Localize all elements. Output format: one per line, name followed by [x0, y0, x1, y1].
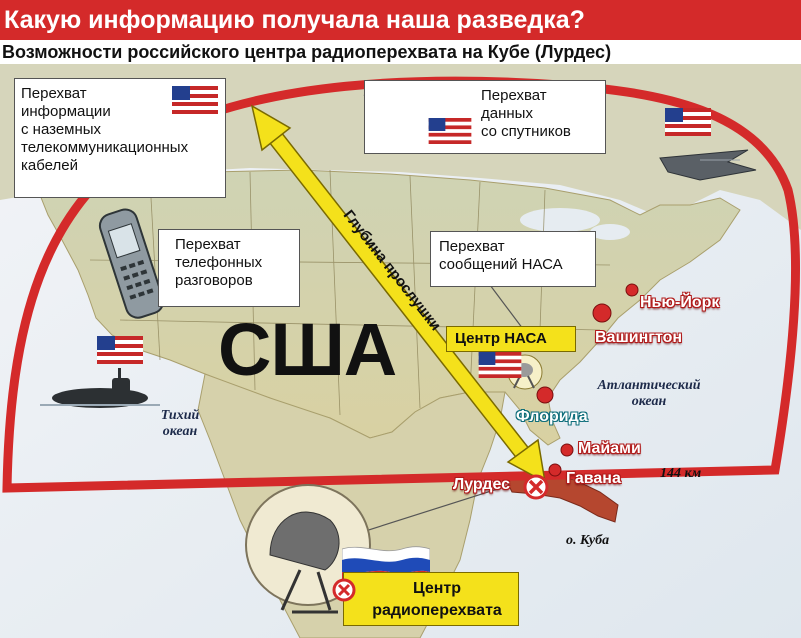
distance-label: 144 км [660, 466, 702, 481]
callout-phones: Перехват телефонных разговоров [158, 229, 300, 307]
city-markers [536, 283, 639, 477]
city-label-lourdes: Лурдес [453, 476, 511, 493]
great-lakes [520, 208, 600, 232]
marker-florida [536, 386, 554, 404]
atlantic-ocean-label: Атлантический океан [584, 378, 714, 410]
submarine-icon [40, 368, 160, 408]
callout-cables-line: телекоммуникационных [21, 139, 189, 156]
city-label-new-york: Нью-Йорк [640, 294, 720, 311]
intercept-center-line-1: Центр [412, 580, 462, 597]
ocean-label-line: Атлантический [597, 378, 701, 393]
marker-miami [560, 443, 574, 457]
cuba-label: о. Куба [566, 533, 610, 548]
depth-arrow [250, 104, 546, 484]
callout-nasa-messages: Перехват сообщений НАСА [430, 231, 596, 287]
satellite-dish-icon-large [245, 484, 371, 614]
marker-havana [548, 463, 562, 477]
city-label-washington: Вашингтон [595, 329, 683, 346]
arrow-head-bottom [506, 438, 546, 484]
pacific-ocean-label: Тихий океан [140, 408, 220, 440]
arrow-head-top [250, 104, 292, 152]
city-label-havana: Гавана [566, 470, 621, 487]
great-lakes-2 [590, 224, 630, 240]
page-subtitle: Возможности российского центра радиопере… [2, 42, 612, 62]
us-flag-icon [97, 336, 143, 364]
ocean-label-line: океан [631, 394, 667, 409]
callout-satellites-line: данных [481, 105, 533, 122]
country-label-usa: США [218, 308, 397, 391]
callout-cables-line: Перехват [21, 85, 87, 102]
callout-satellites-line: со спутников [481, 123, 571, 140]
intercept-center-line-2: радиоперехвата [372, 602, 502, 619]
ocean-label-line: океан [162, 424, 198, 439]
us-flag-icon [478, 352, 522, 378]
callout-nasa-line: Перехват [439, 238, 505, 255]
us-flag-icon [665, 108, 711, 136]
callout-phones-line: разговоров [175, 272, 253, 289]
callout-cables-line: с наземных [21, 121, 102, 138]
nasa-center-label: Центр НАСА [446, 326, 576, 352]
mobile-phone-icon [98, 208, 165, 319]
cross-marker-icon [523, 474, 549, 500]
cross-marker-icon [332, 578, 356, 602]
callout-nasa-line: сообщений НАСА [439, 256, 563, 273]
callout-satellites-line: Перехват [481, 87, 547, 104]
intercept-center-label: Центр радиоперехвата [343, 572, 519, 626]
callout-phones-line: Перехват [175, 236, 241, 253]
city-label-florida: Флорида [516, 408, 588, 425]
us-flag-icon [428, 118, 472, 144]
city-label-miami: Майами [578, 440, 641, 457]
callout-cables-line: информации [21, 103, 111, 120]
marker-new-york [625, 283, 639, 297]
callout-cables-line: кабелей [21, 157, 78, 174]
page-title: Какую информацию получала наша разведка? [0, 0, 801, 40]
callout-satellites: Перехват данных со спутников [364, 80, 606, 154]
stealth-bomber-icon [659, 149, 757, 181]
marker-washington [592, 303, 612, 323]
ocean-label-line: Тихий [160, 408, 200, 423]
us-flag-icon [172, 86, 218, 114]
callout-phones-line: телефонных [175, 254, 263, 271]
